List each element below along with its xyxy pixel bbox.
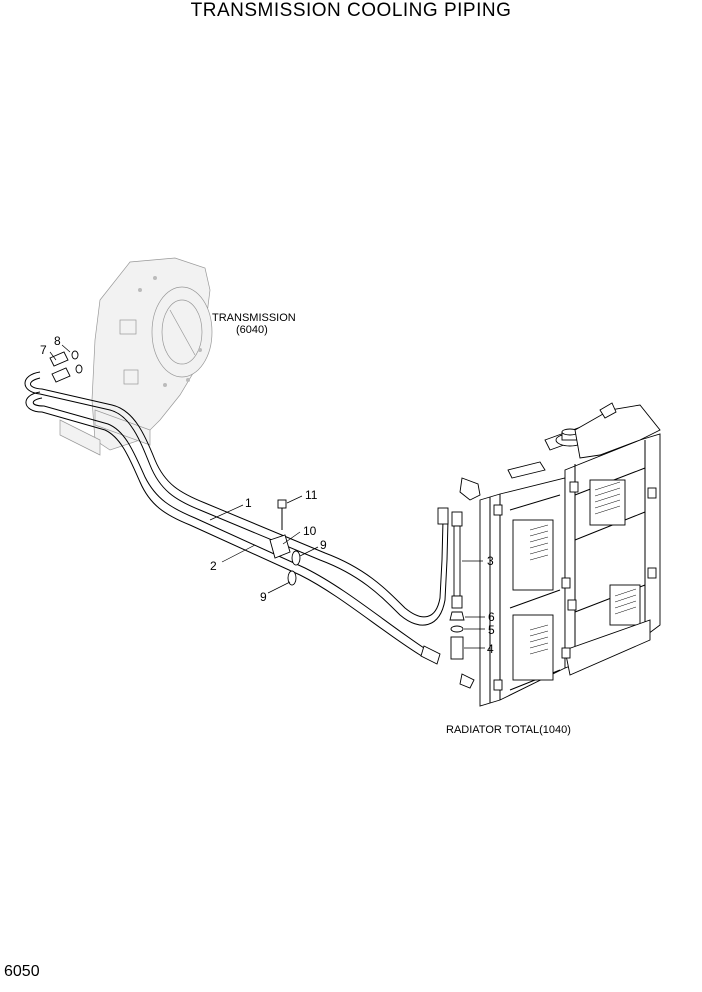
radiator-label: RADIATOR TOTAL(1040) [446, 724, 571, 736]
o-ring-8 [71, 350, 83, 374]
callout-1: 1 [245, 496, 252, 510]
callout-11: 11 [305, 488, 318, 502]
transmission-housing [59, 257, 213, 456]
callout-6: 6 [488, 610, 495, 624]
callout-2: 2 [210, 559, 217, 573]
callout-3: 3 [487, 554, 494, 568]
callout-4: 4 [487, 642, 494, 656]
clamp-9-upper [291, 550, 301, 566]
clamp-9-lower [287, 570, 297, 586]
callout-leaders [49, 344, 485, 649]
transmission-ref-label: (6040) [236, 324, 268, 336]
o-ring-5 [450, 625, 464, 633]
hose-1 [24, 371, 449, 626]
page-title: TRANSMISSION COOLING PIPING [190, 0, 512, 21]
callout-9-upper: 9 [320, 538, 327, 552]
bracket-10 [269, 534, 291, 559]
callout-9-lower: 9 [260, 590, 267, 604]
bolt-11 [277, 499, 287, 530]
radiator-assembly [479, 402, 661, 707]
fitting-7 [49, 351, 71, 383]
callout-8: 8 [54, 334, 61, 348]
transmission-label: TRANSMISSION [212, 312, 296, 324]
callout-10: 10 [303, 524, 317, 538]
adapter-4 [450, 636, 464, 660]
callout-7: 7 [40, 343, 47, 357]
hose-3 [437, 507, 463, 609]
page-number: 6050 [4, 963, 40, 980]
callout-5: 5 [488, 623, 495, 637]
hose-2 [25, 391, 441, 665]
fitting-6 [449, 611, 465, 621]
elbow-fitting [459, 477, 481, 689]
